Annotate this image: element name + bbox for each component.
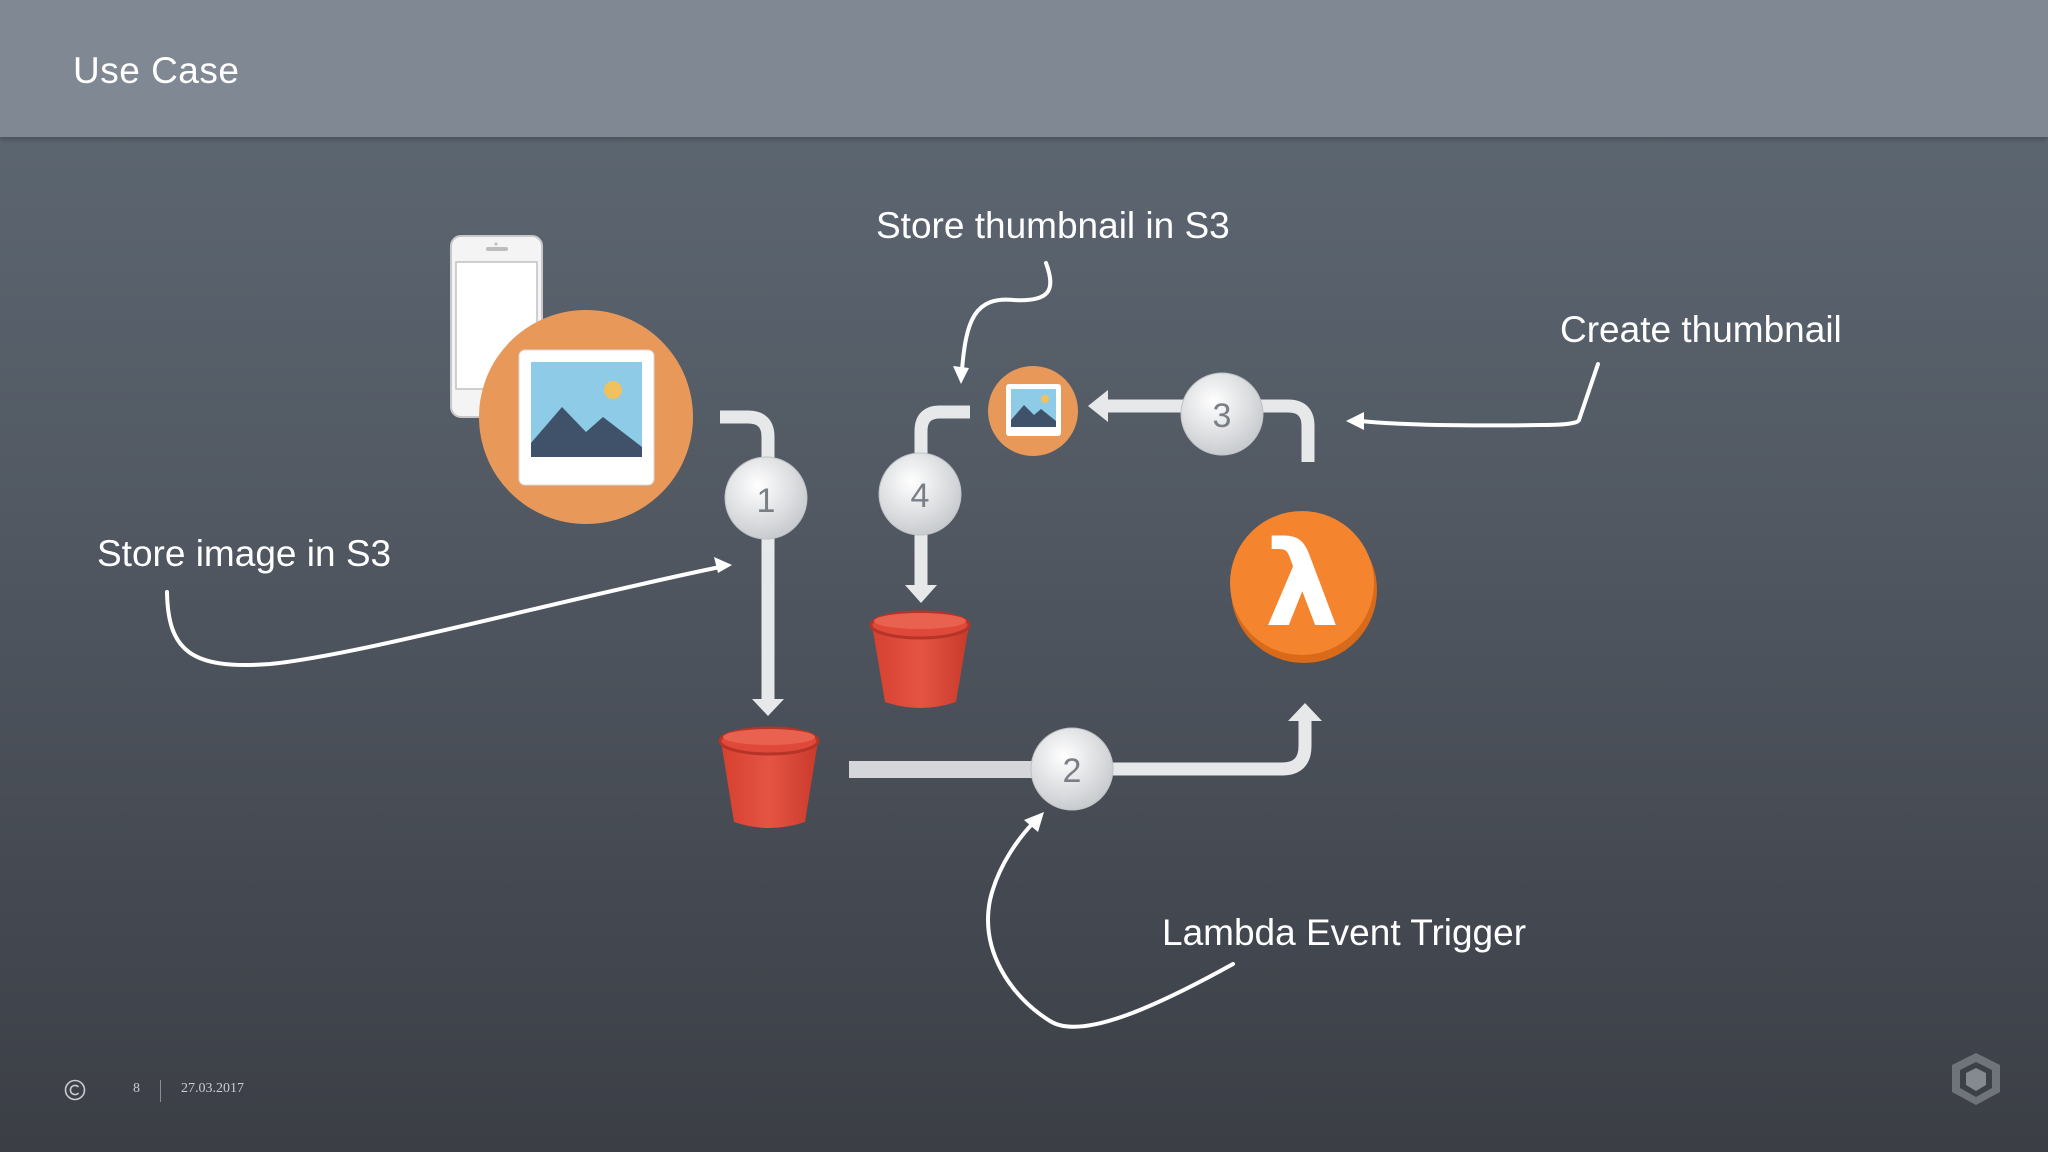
step-3-badge: 3 [1180, 372, 1264, 456]
pipe-store-thumbnail [905, 405, 970, 603]
footer-divider [160, 1080, 161, 1102]
label-store-thumbnail: Store thumbnail in S3 [876, 205, 1230, 246]
arrow-store-image [165, 565, 722, 667]
slide-header: Use Case [0, 0, 2048, 137]
arrow-store-thumbnail [960, 261, 1053, 372]
copyright-icon [64, 1079, 86, 1101]
step-2-badge: 2 [1030, 727, 1114, 811]
pipe-trigger [849, 703, 1322, 778]
s3-thumbnail-bucket-icon [869, 610, 971, 708]
step-1-badge: 1 [724, 456, 808, 540]
pipe-store-image [720, 410, 784, 716]
step-1-label: 1 [757, 482, 776, 520]
arrow-store-thumbnail-head [953, 366, 969, 384]
slide-date: 27.03.2017 [181, 1081, 244, 1096]
step-3-label: 3 [1213, 397, 1232, 435]
image-icon [479, 310, 693, 524]
label-create-thumbnail: Create thumbnail [1560, 309, 1842, 350]
step-4-badge: 4 [878, 452, 962, 536]
annotation-arrows [165, 261, 1600, 1029]
page-number: 8 [133, 1081, 140, 1096]
step-4-label: 4 [911, 477, 930, 515]
label-lambda-trigger: Lambda Event Trigger [1162, 912, 1527, 953]
lambda-icon: λ [1230, 511, 1377, 663]
s3-bucket-icon [718, 726, 820, 828]
slide-title: Use Case [73, 50, 240, 91]
thumbnail-image-icon [988, 366, 1078, 456]
arrow-lambda-trigger [986, 818, 1235, 1029]
arrow-create-thumbnail-head [1346, 412, 1364, 430]
company-logo-icon [1952, 1053, 2000, 1105]
arrow-create-thumbnail [1358, 362, 1600, 428]
step-2-label: 2 [1063, 752, 1082, 790]
lambda-glyph: λ [1265, 515, 1340, 653]
label-store-image: Store image in S3 [97, 533, 392, 574]
arrow-store-image-head [714, 557, 732, 573]
arrow-lambda-trigger-head [1024, 812, 1044, 832]
pipe-create-thumbnail [1088, 390, 1315, 462]
